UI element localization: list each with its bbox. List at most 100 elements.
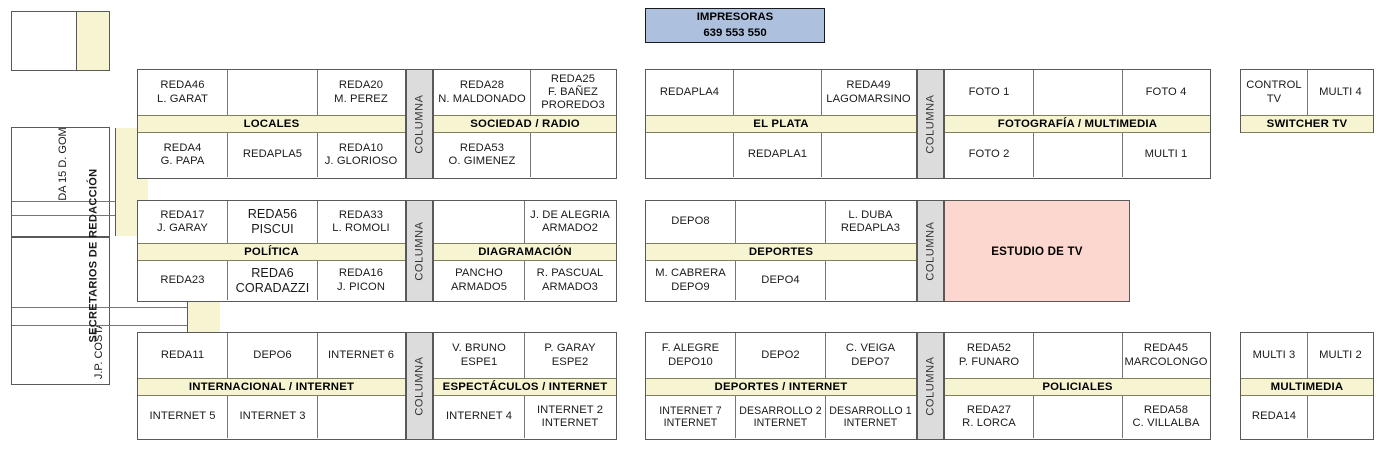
columna-strip-6: COLUMNA [917,332,944,440]
desk-cell[interactable]: REDA33 L. ROMOLI [332,208,390,234]
desk-cell[interactable]: REDA56 PISCUI [228,201,318,243]
group-bottom-row: REDA53 O. GIMENEZ [434,133,616,177]
desk-cell[interactable]: REDA10 J. GLORIOSO [324,141,398,167]
group-top-row: REDA52 P. FUNARO REDA45 MARCOLONGO [945,333,1210,378]
desk-cell[interactable]: CONTROL TV [1241,70,1308,115]
sidebar-box-bottom: REDAPLA 2 J.P. COSTA A. APRAIZ [11,237,221,385]
desk-cell[interactable]: R. PASCUAL ARMADO3 [536,267,604,293]
desk-cell[interactable]: INTERNET 4 [434,396,525,438]
desk-cell[interactable]: MULTI 2 [1319,348,1362,361]
group-sociedad-radio: REDA28 N. MALDONADO REDA25 F. BAÑEZ PROR… [433,69,617,179]
desk-cell[interactable]: MULTI 4 [1319,85,1362,98]
group-top-row: REDA17 J. GARAY REDA56 PISCUI REDA33 L. … [138,201,405,243]
columna-strip-3: COLUMNA [406,200,433,302]
sidebar-top-cells [12,12,76,70]
group-bottom-row: PANCHO ARMADO5 R. PASCUAL ARMADO3 [434,261,616,300]
group-top-row: REDA46 L. GARAT REDA20 M. PEREZ [138,70,405,115]
desk-cell[interactable]: REDA52 P. FUNARO [945,333,1034,378]
group-locales: REDA46 L. GARAT REDA20 M. PEREZ LOCALES … [137,69,406,179]
desk-cell[interactable]: DEPO6 [228,333,318,378]
group-top-row: J. DE ALEGRIA ARMADO2 [434,201,616,243]
group-top-row: V. BRUNO ESPE1 P. GARAY ESPE2 [434,333,616,378]
sidebar-cell-reda15: REDA 15 D. GOMÉZ [12,128,115,202]
desk-cell[interactable] [646,133,734,177]
desk-cell[interactable]: REDA25 F. BAÑEZ PROREDO3 [541,72,605,112]
desk-cell[interactable]: INTERNET 2 INTERNET [536,403,604,429]
group-bottom-row: INTERNET 4 INTERNET 2 INTERNET [434,396,616,438]
desk-cell[interactable]: MULTI 1 [1144,148,1188,161]
desk-cell[interactable]: REDA49 LAGOMARSINO [826,79,911,105]
desk-cell[interactable] [736,201,826,243]
desk-cell[interactable] [1034,70,1123,115]
desk-cell[interactable] [318,396,404,438]
desk-cell[interactable]: DESARROLLO 1 INTERNET [829,404,912,430]
desk-cell[interactable]: MULTI 3 [1241,333,1308,378]
desk-cell[interactable]: REDA58 C. VILLALBA [1132,403,1200,429]
desk-cell[interactable]: REDAPLA1 [734,133,822,177]
desk-cell[interactable] [434,201,525,243]
desk-cell[interactable]: REDA28 N. MALDONADO [434,70,531,115]
desk-cell[interactable]: REDA14 [1241,396,1308,438]
columna-label: COLUMNA [924,221,937,281]
desk-cell[interactable]: REDA4 G. PAPA [138,133,228,177]
sidebar-cell-empty-d [12,308,188,326]
desk-cell[interactable]: REDA45 MARCOLONGO [1124,342,1208,368]
printers-box: IMPRESORAS 639 553 550 [645,8,825,43]
desk-cell[interactable]: REDA53 O. GIMENEZ [434,133,531,177]
desk-cell[interactable] [822,133,915,177]
desk-cell[interactable]: REDA16 J. PICON [336,267,386,293]
desk-cell[interactable]: REDA46 L. GARAT [138,70,228,115]
desk-cell[interactable]: REDA20 M. PEREZ [334,79,388,105]
sidebar-cell-empty-a [12,202,115,216]
group-label: LOCALES [138,115,405,133]
desk-cell[interactable]: FOTO 1 [945,70,1034,115]
desk-cell[interactable] [531,133,615,177]
desk-cell[interactable]: REDAPLA4 [646,70,734,115]
group-label: MULTIMEDIA [1241,378,1373,396]
desk-cell[interactable]: M. CABRERA DEPO9 [646,261,736,300]
desk-cell[interactable]: REDA11 [138,333,228,378]
desk-cell[interactable]: DESARROLLO 2 INTERNET [736,396,826,438]
desk-cell[interactable]: REDA23 [138,261,228,300]
desk-cell[interactable]: P. GARAY ESPE2 [544,342,596,368]
group-label: DIAGRAMACIÓN [434,243,616,261]
desk-cell[interactable]: FOTO 4 [1145,85,1187,98]
desk-cell[interactable]: DEPO8 [646,201,736,243]
desk-cell[interactable]: DEPO2 [736,333,826,378]
desk-cell[interactable] [1308,396,1373,438]
desk-cell[interactable] [826,261,915,300]
desk-cell[interactable] [734,70,822,115]
group-bottom-row: REDA23 REDA6 CORADAZZI REDA16 J. PICON [138,261,405,300]
desk-cell[interactable]: REDAPLA5 [228,133,318,177]
desk-cell[interactable]: REDA17 J. GARAY [138,201,228,243]
desk-cell[interactable]: INTERNET 7 INTERNET [646,396,736,438]
desk-cell[interactable]: FOTO 2 [945,133,1034,177]
columna-label: COLUMNA [413,356,426,416]
group-top-row: DEPO8 L. DUBA REDAPLA3 [646,201,916,243]
desk-cell[interactable]: PANCHO ARMADO5 [434,261,525,300]
desk-cell[interactable] [1034,396,1123,438]
desk-cell[interactable]: J. DE ALEGRIA ARMADO2 [530,208,610,234]
group-bottom-row: REDAPLA1 [646,133,916,177]
group-internacional-internet: REDA11 DEPO6 INTERNET 6 INTERNACIONAL / … [137,332,406,440]
group-bottom-row: INTERNET 7 INTERNET DESARROLLO 2 INTERNE… [646,396,916,438]
group-label: ESPECTÁCULOS / INTERNET [434,378,616,396]
sidebar-cell [12,12,76,70]
desk-cell[interactable]: V. BRUNO ESPE1 [434,333,525,378]
desk-cell[interactable]: INTERNET 5 [138,396,228,438]
desk-cell[interactable]: L. DUBA REDAPLA3 [840,208,901,234]
desk-cell[interactable] [228,70,318,115]
desk-cell[interactable] [1034,333,1123,378]
desk-cell[interactable]: INTERNET 3 [228,396,318,438]
desk-cell[interactable]: DEPO4 [736,261,826,300]
desk-cell[interactable]: C. VEIGA DEPO7 [845,342,896,368]
desk-cell[interactable]: REDA27 R. LORCA [945,396,1034,438]
desk-cell[interactable] [1034,133,1123,177]
desk-cell[interactable]: REDA6 CORADAZZI [228,261,318,300]
group-policiales: REDA52 P. FUNARO REDA45 MARCOLONGO POLIC… [944,332,1211,440]
desk-cell[interactable]: F. ALEGRE DEPO10 [646,333,736,378]
group-bottom-row: REDA27 R. LORCA REDA58 C. VILLALBA [945,396,1210,438]
printers-numbers: 639 553 550 [703,26,767,39]
sidebar-box-top [11,11,110,71]
desk-cell[interactable]: INTERNET 6 [327,348,395,361]
